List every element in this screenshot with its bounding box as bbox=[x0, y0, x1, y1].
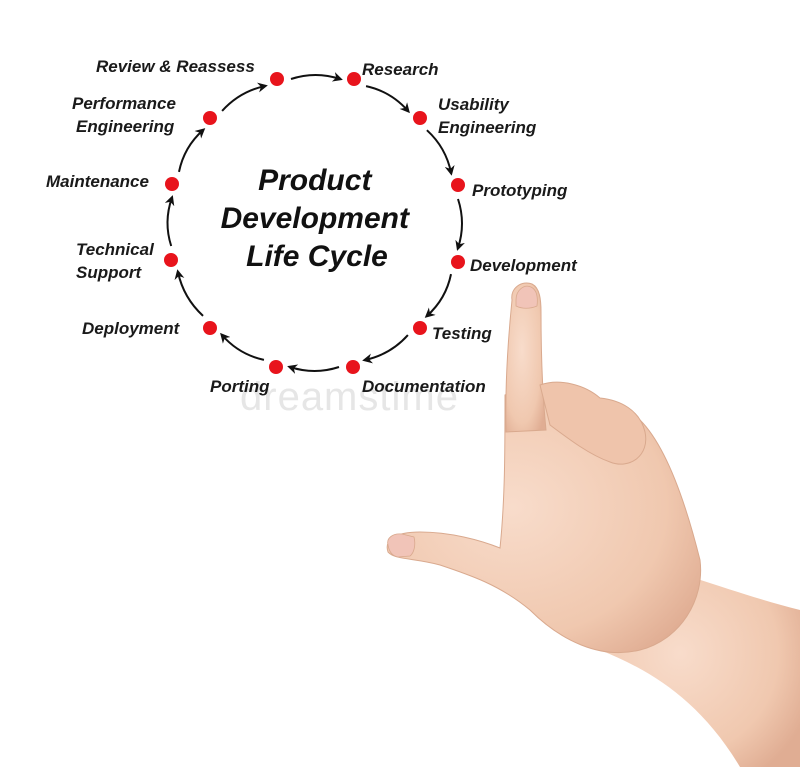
hand-thumb-nail bbox=[387, 533, 416, 558]
node-testing bbox=[413, 321, 427, 335]
stage-labels: Research Usability Engineering Prototypi… bbox=[46, 57, 578, 396]
node-prototyping bbox=[451, 178, 465, 192]
watermark-text: dreamstime bbox=[240, 375, 459, 419]
node-usability-engineering bbox=[413, 111, 427, 125]
stage-label-maintenance: Maintenance bbox=[46, 172, 149, 191]
stage-label-performance-line-1: Performance bbox=[72, 94, 176, 113]
arrow-research-to-usability-engineering bbox=[365, 85, 410, 114]
stage-label-deployment: Deployment bbox=[82, 319, 181, 338]
stage-label-technical-line-2: Support bbox=[76, 263, 142, 282]
hand-index-fingernail bbox=[515, 285, 538, 309]
arrow-review-and-reassess-to-research bbox=[290, 72, 343, 82]
stage-label-research: Research bbox=[362, 60, 439, 79]
arrow-maintenance-to-performance-engineering bbox=[178, 128, 206, 173]
stage-label-performance-engineering: Performance Engineering bbox=[72, 94, 181, 136]
node-performance-engineering bbox=[203, 111, 217, 125]
arrow-testing-to-documentation bbox=[362, 334, 409, 364]
stage-label-performance-line-2: Engineering bbox=[76, 117, 175, 136]
arrow-technical-support-to-maintenance bbox=[164, 195, 175, 247]
stage-label-porting: Porting bbox=[210, 377, 270, 396]
stage-label-documentation: Documentation bbox=[362, 377, 486, 396]
node-technical-support bbox=[164, 253, 178, 267]
arrow-documentation-to-porting bbox=[287, 364, 340, 374]
arrow-deployment-to-technical-support bbox=[174, 269, 204, 317]
title-line-1: Product bbox=[258, 164, 373, 197]
stage-label-technical-line-1: Technical bbox=[76, 240, 155, 259]
hand-curled-fingers bbox=[539, 381, 647, 465]
node-research bbox=[347, 72, 361, 86]
node-review-and-reassess bbox=[270, 72, 284, 86]
diagram-title: Product Development Life Cycle bbox=[221, 164, 414, 273]
stage-label-usability-line-1: Usability bbox=[438, 95, 510, 114]
node-deployment bbox=[203, 321, 217, 335]
stage-label-development: Development bbox=[470, 256, 578, 275]
stage-label-testing: Testing bbox=[432, 324, 492, 343]
title-line-2: Development bbox=[221, 202, 411, 235]
title-line-3: Life Cycle bbox=[246, 240, 388, 273]
cycle-nodes bbox=[164, 72, 465, 374]
stage-label-usability-line-2: Engineering bbox=[438, 118, 537, 137]
stage-label-usability-engineering: Usability Engineering bbox=[438, 95, 537, 137]
node-documentation bbox=[346, 360, 360, 374]
node-development bbox=[451, 255, 465, 269]
arrow-prototyping-to-development bbox=[455, 198, 465, 251]
arrow-porting-to-deployment bbox=[220, 332, 265, 361]
node-maintenance bbox=[165, 177, 179, 191]
node-porting bbox=[269, 360, 283, 374]
arrow-performance-engineering-to-review-and-reassess bbox=[221, 82, 268, 112]
arrow-development-to-testing bbox=[424, 273, 452, 318]
stage-label-review-reassess: Review & Reassess bbox=[96, 57, 255, 76]
arrow-usability-engineering-to-prototyping bbox=[426, 129, 455, 176]
cycle-arrows bbox=[164, 72, 465, 374]
hand-index-finger bbox=[505, 282, 547, 433]
stage-label-prototyping: Prototyping bbox=[472, 181, 568, 200]
stage-label-technical-support: Technical Support bbox=[76, 240, 159, 282]
pointing-hand-image bbox=[386, 282, 800, 767]
